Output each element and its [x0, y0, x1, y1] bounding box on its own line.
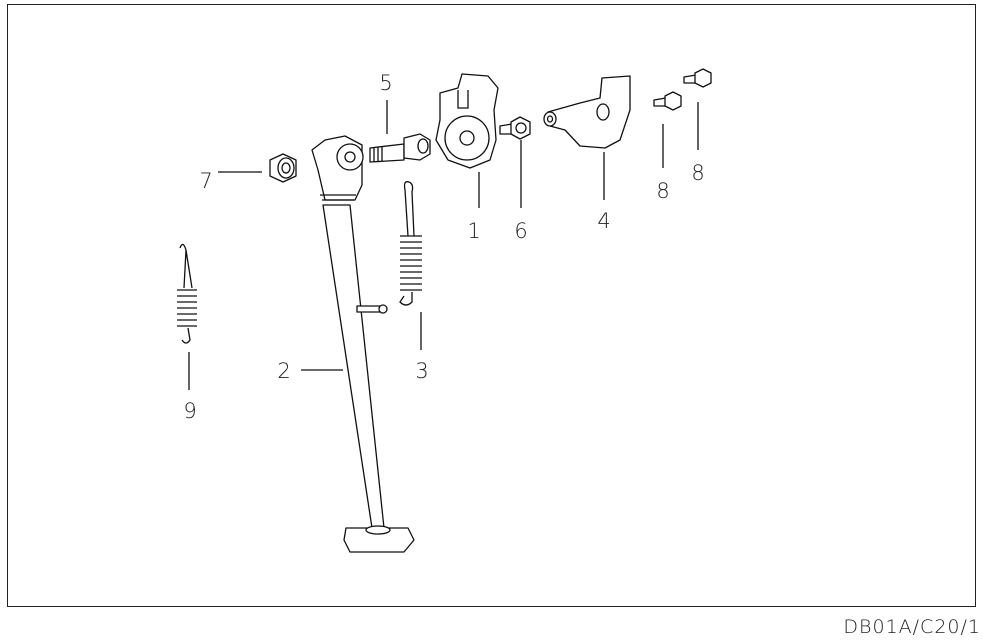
part-4-cover	[543, 75, 631, 149]
callout-5: 5	[379, 71, 392, 95]
callout-6: 6	[514, 219, 527, 243]
callout-9: 9	[183, 399, 196, 423]
drawing-code: DB01A/C20/1	[843, 616, 981, 638]
part-1-bracket	[435, 73, 499, 169]
leader-lines	[188, 100, 699, 390]
part-8-bolt-a	[653, 91, 682, 111]
callout-4: 4	[597, 209, 610, 233]
part-5-pivot-bolt	[369, 133, 431, 163]
callout-8b: 8	[691, 161, 704, 185]
callout-8a: 8	[656, 179, 669, 203]
callout-1: 1	[467, 219, 480, 243]
callout-7: 7	[199, 169, 212, 193]
drawing-frame	[7, 4, 976, 607]
part-8-bolt-b	[683, 68, 712, 88]
callout-2: 2	[277, 359, 290, 383]
part-2-side-stand	[311, 135, 415, 553]
part-7-nut	[269, 153, 297, 183]
callout-3: 3	[415, 359, 428, 383]
part-9-spring	[177, 243, 197, 344]
part-3-spring	[399, 181, 422, 306]
part-6-bolt	[499, 116, 531, 140]
